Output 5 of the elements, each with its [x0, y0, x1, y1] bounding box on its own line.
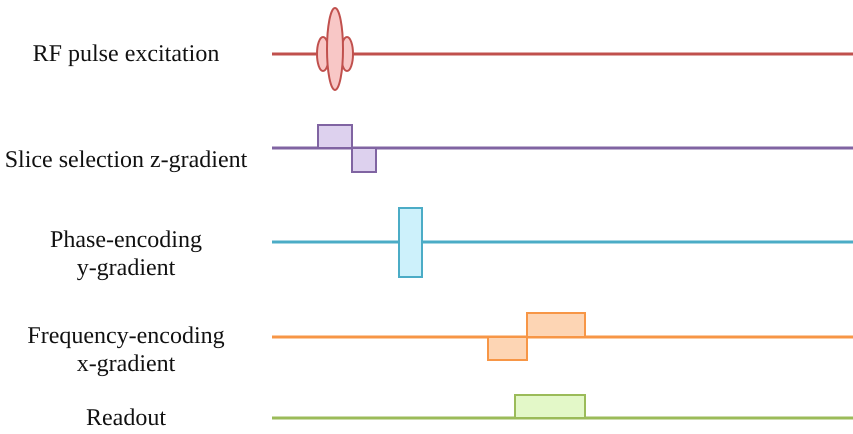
- row-label: Slice selection z-gradient: [4, 146, 248, 174]
- row-label: Frequency-encoding x-gradient: [26, 322, 226, 378]
- row-label: RF pulse excitation: [32, 40, 220, 68]
- row-label: Phase-encoding y-gradient: [49, 226, 203, 282]
- row-label: Readout: [85, 404, 167, 432]
